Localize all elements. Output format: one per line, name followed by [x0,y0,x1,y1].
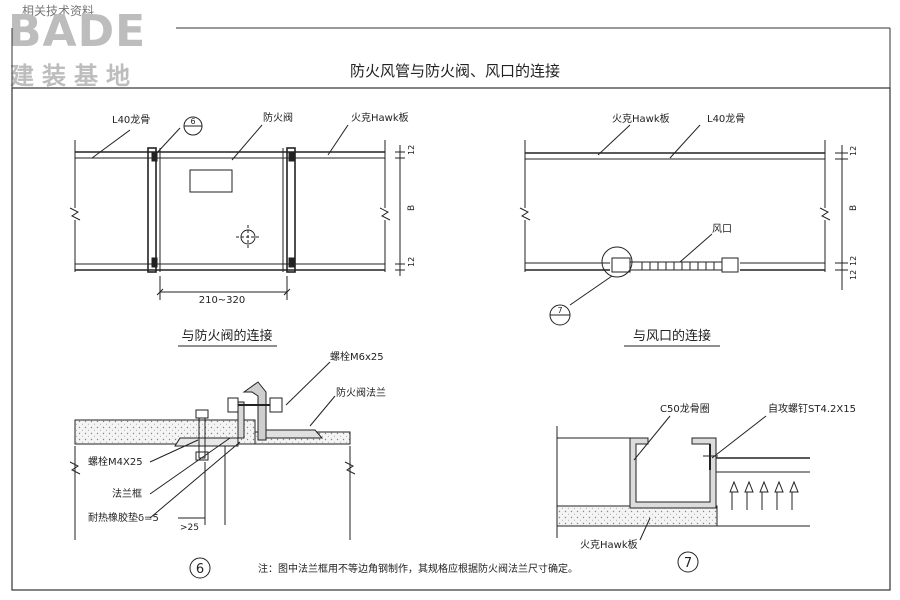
label-gasket: 耐热橡胶垫δ=5 [88,511,159,524]
dim-12b-damper: 12 [407,257,416,267]
label-damper: 防火阀 [263,111,293,124]
label-screw: 自攻螺钉ST4.2X15 [768,402,856,415]
dim-12c-vent: 12 [849,270,858,280]
dim-b-vent: B [849,205,859,211]
watermark-logo: BADE [8,6,147,57]
label-board-detail7: 火克Hawk板 [580,538,638,551]
note-text: 注：图中法兰框用不等边角钢制作，其规格应根据防火阀法兰尺寸确定。 [258,562,578,575]
detail-7-number: 7 [684,556,692,571]
detail-6-drawing [69,361,356,540]
label-vent: 风口 [712,223,732,235]
label-board-vent: 火克Hawk板 [612,112,670,125]
label-bolt-m6: 螺栓M6x25 [330,350,384,363]
drawing-title: 防火风管与防火阀、风口的连接 [350,62,560,80]
dim-b-damper: B [407,205,417,211]
callout-6-number: 6 [190,117,195,126]
detail-7-drawing [556,415,810,541]
label-damper-flange: 防火阀法兰 [336,386,386,399]
label-board-damper: 火克Hawk板 [351,111,409,124]
dim-12b-vent: 12 [849,256,858,266]
watermark-top-text: 相关技术资料 [22,4,95,18]
callout-7-number: 7 [557,306,562,315]
dim-width: 210~320 [199,295,246,306]
view-damper [69,116,405,300]
label-keel-vent: L40龙骨 [707,112,745,125]
label-bolt-m4: 螺栓M4X25 [88,455,143,468]
caption-vent: 与风口的连接 [633,328,711,344]
dim-12a-damper: 12 [407,145,416,155]
detail-6-number: 6 [196,562,204,577]
label-flange-frame: 法兰框 [112,487,142,500]
view-vent [519,124,848,326]
dim-12a-vent: 12 [849,146,858,156]
drawing-frame [11,87,891,591]
label-c50-keel: C50龙骨圈 [660,402,710,415]
watermark-subtitle: 建装基地 [10,62,138,90]
caption-damper: 与防火阀的连接 [181,328,272,344]
dim-25: >25 [180,523,199,533]
label-keel-damper: L40龙骨 [112,113,150,126]
